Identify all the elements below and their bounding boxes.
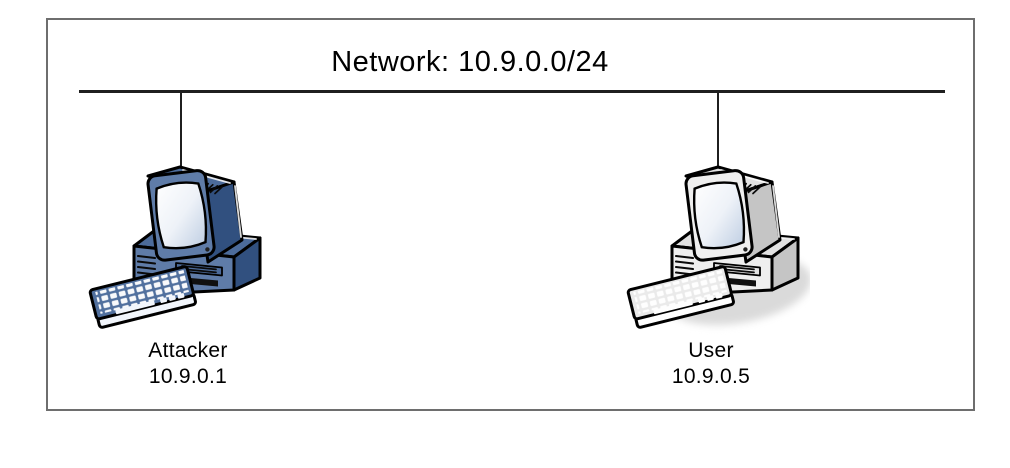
keyboard-icon: [88, 265, 197, 329]
user-link-line: [717, 92, 719, 169]
user-name: User: [688, 339, 734, 362]
user-desktop-computer-icon: [626, 165, 810, 329]
monitor-screen-icon: [684, 169, 754, 262]
attacker-ip: 10.9.0.1: [148, 365, 228, 388]
diagram-border: [46, 18, 975, 411]
attacker-desktop-computer-icon: [88, 165, 262, 329]
user-label: User 10.9.0.5: [611, 338, 811, 390]
attacker-name: Attacker: [148, 339, 228, 362]
attacker-link-line: [180, 92, 182, 169]
network-bus-line: [79, 90, 945, 93]
network-title: Network: 10.9.0.0/24: [331, 46, 609, 78]
monitor-screen-icon: [146, 169, 216, 262]
keyboard-icon: [626, 265, 735, 329]
user-ip: 10.9.0.5: [671, 365, 751, 388]
attacker-label: Attacker 10.9.0.1: [88, 338, 288, 390]
